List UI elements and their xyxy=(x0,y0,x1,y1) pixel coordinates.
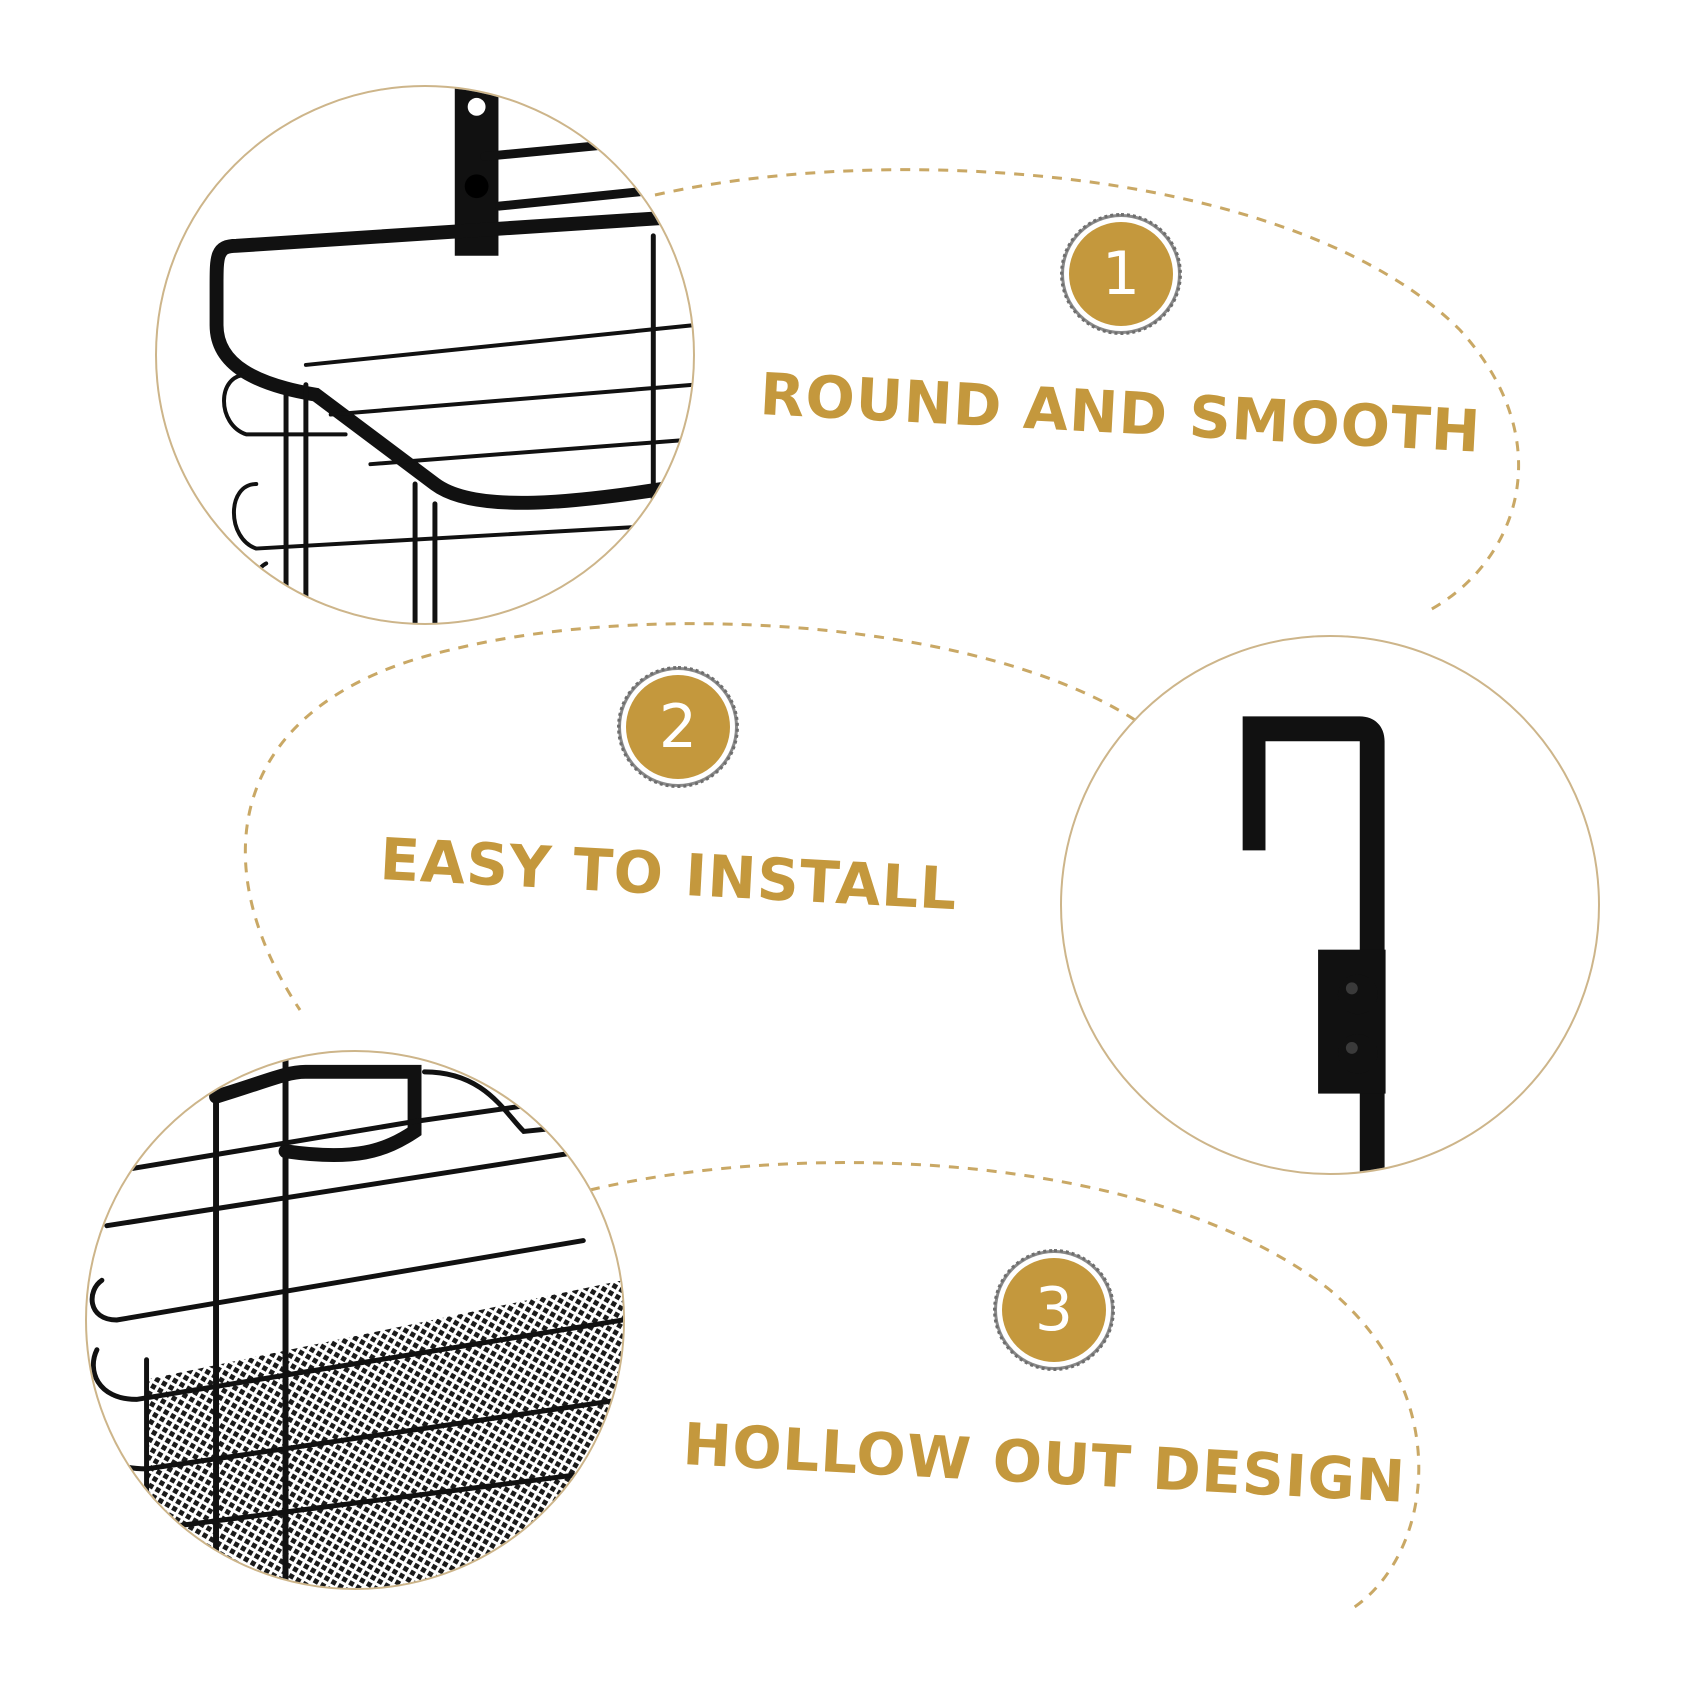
mesh-basket-icon xyxy=(89,1052,623,1588)
detail-photo-hook xyxy=(1060,635,1600,1175)
feature-3-badge: 3 xyxy=(993,1249,1115,1371)
feature-1-number: 1 xyxy=(1101,239,1141,309)
over-door-hook-icon xyxy=(1242,716,1386,1173)
detail-photo-mesh xyxy=(85,1050,625,1590)
feature-1-badge: 1 xyxy=(1060,213,1182,335)
detail-photo-round-edge xyxy=(155,85,695,625)
feature-2-badge: 2 xyxy=(617,666,739,788)
connector-curve-3 xyxy=(589,1161,1421,1612)
connector-curve-1 xyxy=(654,168,1521,612)
feature-2-number: 2 xyxy=(658,692,698,762)
feature-3-number: 3 xyxy=(1034,1275,1074,1345)
connector-curve-2 xyxy=(244,622,1136,1011)
basket-rounded-edge-icon xyxy=(209,87,693,623)
